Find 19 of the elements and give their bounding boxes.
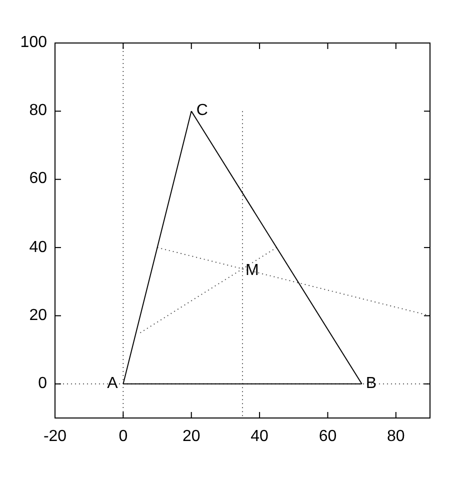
tick-label: 60 — [29, 170, 47, 188]
triangle-side — [122, 110, 192, 384]
vertex-label: C — [196, 102, 208, 120]
vertex-label: M — [246, 262, 259, 280]
tick-label: -20 — [43, 428, 67, 446]
tick-label: 40 — [29, 238, 47, 257]
tick-label: 20 — [182, 428, 200, 446]
vertex-label: A — [107, 374, 118, 393]
tick-label: 80 — [387, 428, 405, 446]
tick-label: 0 — [118, 428, 128, 446]
tick-label: 80 — [29, 102, 47, 120]
triangle-side — [122, 383, 362, 384]
vertex-label: B — [366, 374, 376, 393]
tick-label: 20 — [29, 306, 47, 325]
triangle-side — [190, 110, 362, 384]
tick-label: 100 — [20, 34, 47, 52]
tick-label: 40 — [250, 428, 268, 446]
tick-label: 0 — [38, 374, 47, 393]
tick-label: 60 — [318, 428, 337, 446]
